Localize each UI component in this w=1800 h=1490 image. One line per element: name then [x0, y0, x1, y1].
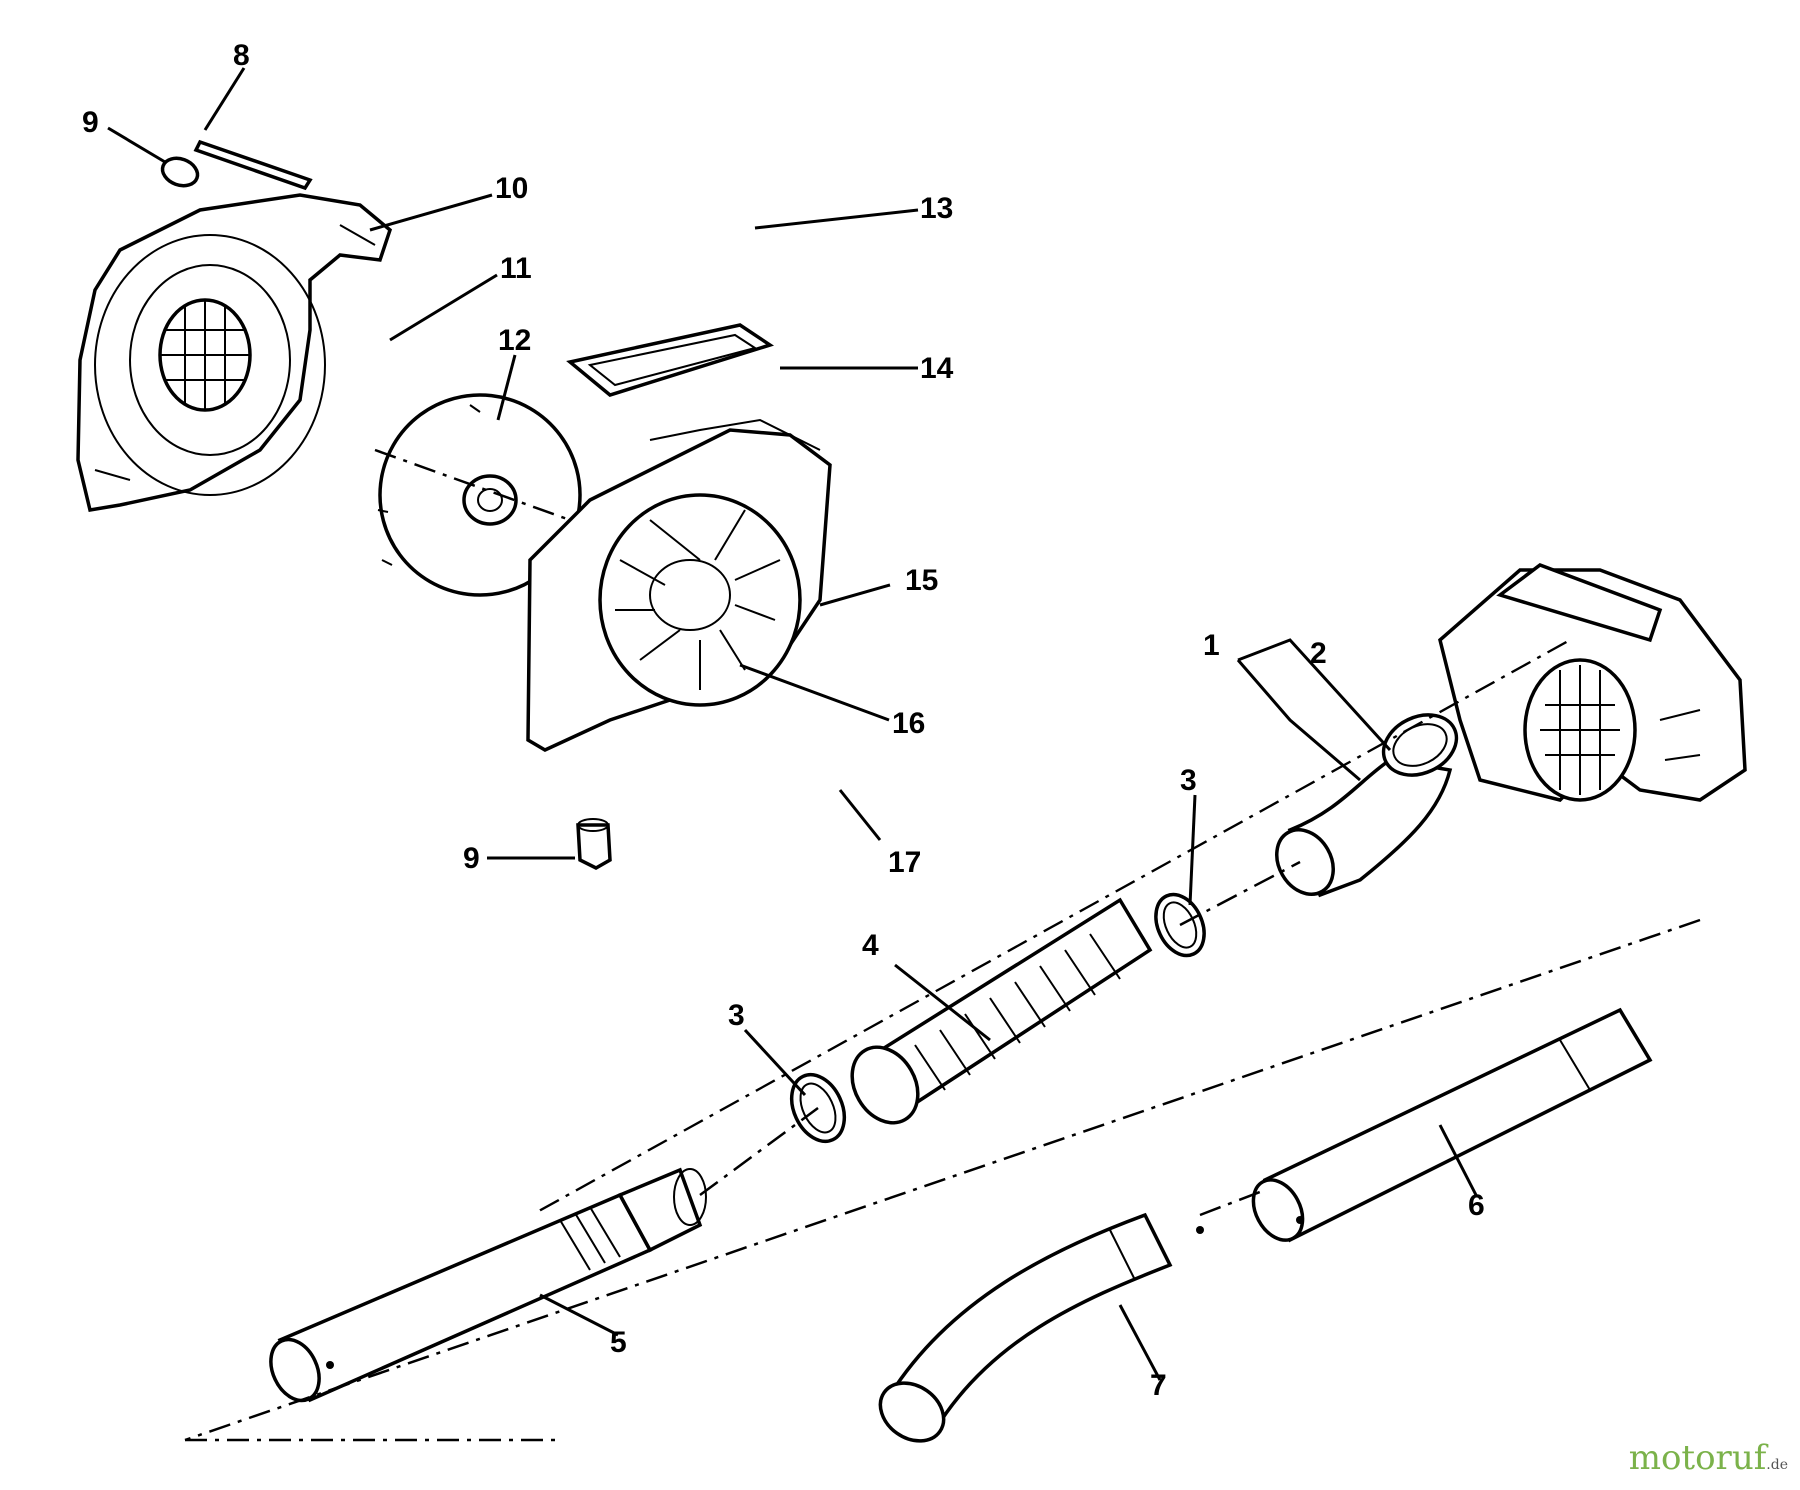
inlet-screen-part	[566, 323, 775, 397]
impeller-disc-part	[377, 393, 582, 597]
blower-engine-part	[1438, 563, 1747, 802]
fan-housing-part	[76, 193, 393, 512]
callout-8: 8	[233, 39, 250, 72]
callout-14: 14	[920, 352, 954, 385]
small-cap-bottom-part	[576, 818, 612, 870]
flexible-hose-part	[850, 897, 1153, 1125]
elbow-part	[1275, 713, 1459, 898]
callout-17: 17	[888, 846, 921, 879]
callout-16: 16	[892, 707, 925, 740]
callout-2: 2	[1310, 637, 1327, 670]
callout-4: 4	[862, 929, 879, 962]
callout-15: 15	[905, 564, 938, 597]
callout-6: 6	[1468, 1189, 1485, 1222]
callout-12: 12	[498, 324, 531, 357]
callout-11: 11	[500, 252, 532, 285]
callout-1: 1	[1203, 629, 1220, 662]
callout-9-bottom: 9	[463, 842, 480, 875]
straight-tube-part	[269, 1167, 707, 1403]
tube-part-6	[1251, 1007, 1653, 1243]
callout-3-lower: 3	[728, 999, 745, 1032]
callout-10: 10	[495, 172, 528, 205]
callout-7: 7	[1150, 1369, 1167, 1402]
callout-9-top: 9	[82, 106, 99, 139]
watermark-tld: .de	[1766, 1457, 1788, 1473]
callout-3-upper: 3	[1180, 764, 1197, 797]
watermark-text: motoruf	[1628, 1438, 1767, 1478]
watermark-logo: motoruf.de	[1629, 1438, 1788, 1478]
small-cap-top-part	[160, 139, 313, 191]
curved-nozzle-part	[878, 1212, 1204, 1443]
callout-5: 5	[610, 1326, 627, 1359]
rear-housing-part	[526, 418, 832, 752]
callout-13: 13	[920, 192, 953, 225]
